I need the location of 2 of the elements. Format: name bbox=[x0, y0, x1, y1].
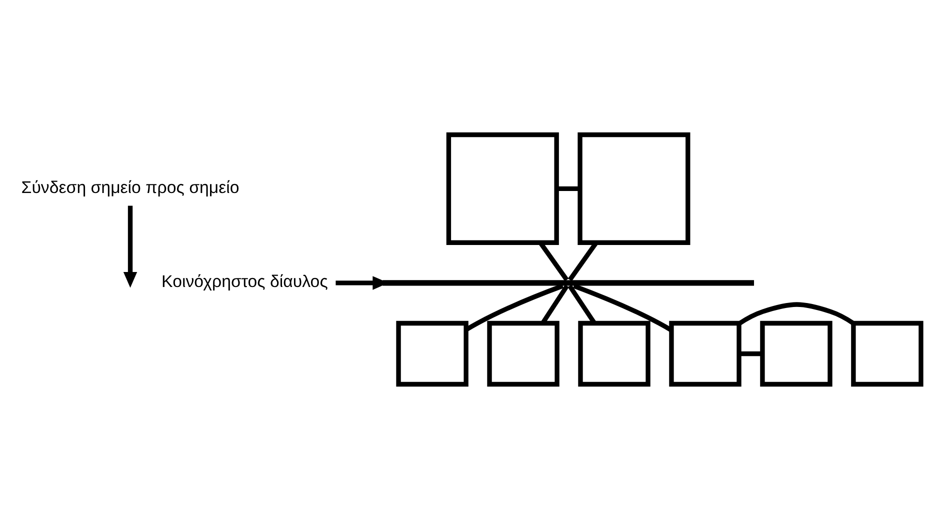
node-text: Σύνδεση σημείο προς σημείο bbox=[21, 177, 240, 196]
node-text: Κοινόχρηστος δίαυλος bbox=[162, 272, 328, 291]
